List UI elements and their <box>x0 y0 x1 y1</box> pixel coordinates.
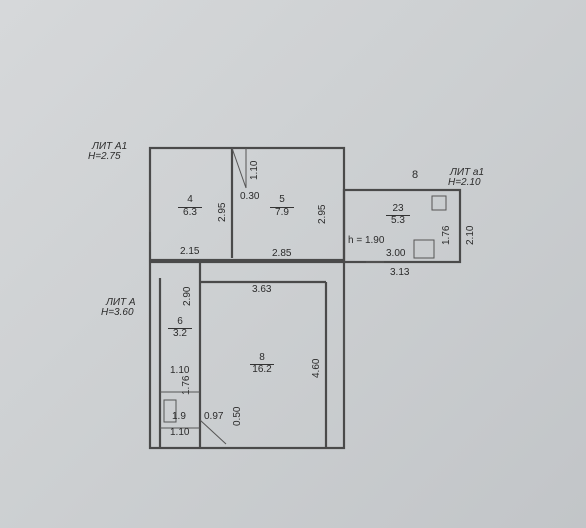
dim-1-9: 1.9 <box>172 411 186 422</box>
room-23-area: 5.3 <box>386 215 410 226</box>
room-23-number: 23 <box>392 203 404 214</box>
toilet-icon <box>163 399 177 423</box>
room-6-area: 3.2 <box>168 328 192 339</box>
room-8-area: 16.2 <box>250 364 274 375</box>
dim-2-85: 2.85 <box>272 248 292 259</box>
sink-icon <box>413 239 435 259</box>
dim-3-13: 3.13 <box>390 267 410 278</box>
dim-0-97: 0.97 <box>204 411 224 422</box>
room-8-number: 8 <box>259 352 265 363</box>
dim-0-30: 0.30 <box>240 191 260 202</box>
lit-a-label: ЛИТ А <box>106 297 136 308</box>
room-5-area: 7.9 <box>270 207 294 218</box>
dim-3-00: 3.00 <box>386 248 406 259</box>
stove-icon <box>431 195 447 211</box>
dim-1-10-bot: 1.10 <box>170 427 190 438</box>
dim-4-60: 4.60 <box>311 358 322 378</box>
dim-2-95-a: 2.95 <box>217 202 228 222</box>
lit-a1-small-outline <box>342 188 462 264</box>
room-6-number: 6 <box>177 316 183 327</box>
lit-a1-label: ЛИТ А1 <box>92 141 128 152</box>
dim-2-10: 2.10 <box>465 225 476 245</box>
dim-1-76-b: 1.76 <box>181 375 192 395</box>
lit-a1-small-label: ЛИТ а1 <box>450 167 485 178</box>
lit-a-height: H=3.60 <box>101 307 134 318</box>
room-4-number: 4 <box>187 194 193 205</box>
dim-2-15: 2.15 <box>180 246 200 257</box>
dim-1-76-a: 1.76 <box>441 225 452 245</box>
lit-a1-height: H=2.75 <box>88 151 121 162</box>
dim-3-63: 3.63 <box>252 284 272 295</box>
dim-0-50: 0.50 <box>232 406 243 426</box>
room-5-number: 5 <box>279 194 285 205</box>
dim-1-10-mid: 1.10 <box>170 365 190 376</box>
dim-2-90: 2.90 <box>182 286 193 306</box>
door-swing-5 <box>231 147 247 189</box>
dim-2-95-b: 2.95 <box>317 204 328 224</box>
door-swing-8 <box>199 419 227 445</box>
dim-1-10-top: 1.10 <box>249 160 260 180</box>
lit-a1-small-height: H=2.10 <box>448 177 481 188</box>
dim-h-1-90: h = 1.90 <box>348 235 385 246</box>
room-4-area: 6.3 <box>178 207 202 218</box>
ext-number-8: 8 <box>412 169 419 181</box>
